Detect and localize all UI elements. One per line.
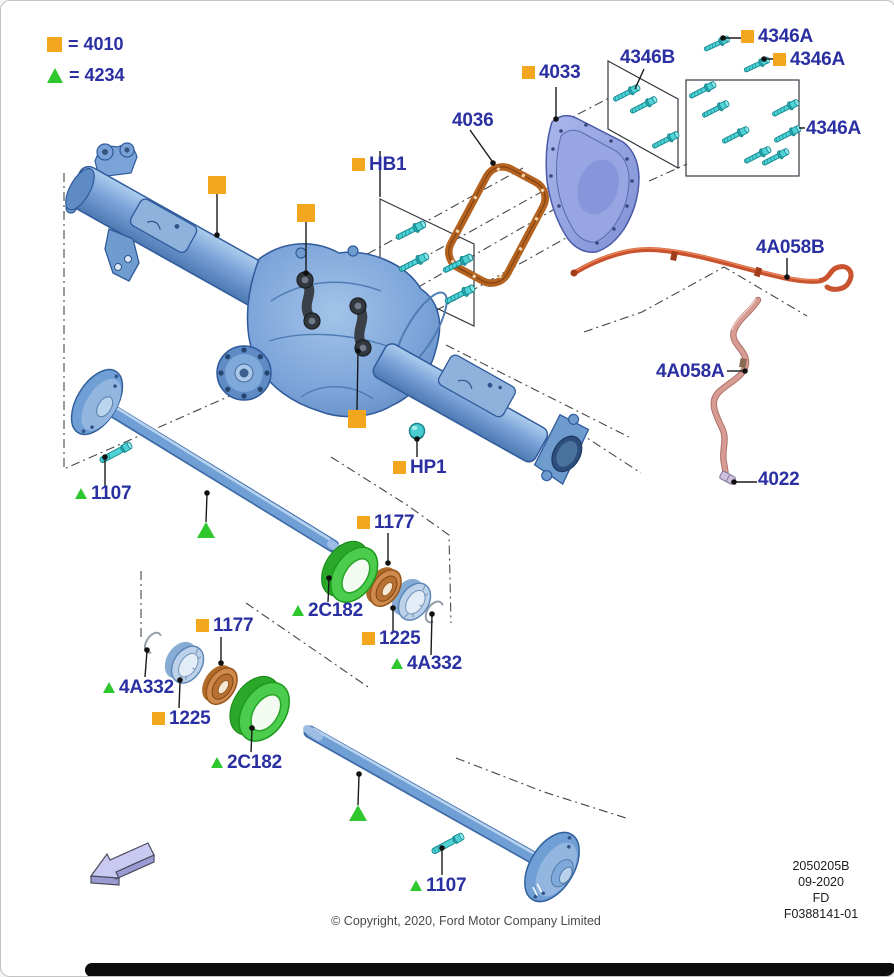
callout-label: 1107 [91,483,132,504]
copyright-notice: © Copyright, 2020, Ford Motor Company Li… [331,914,601,928]
callout-label: 4A332 [407,653,462,674]
callout-4033[interactable]: 4033 [522,62,581,83]
triangle-marker-icon [197,522,215,538]
callout-label: 4A058A [656,361,725,382]
legend: = 4010 = 4234 [47,34,125,86]
callout-label: 4346A [806,118,861,139]
doc-date: 09-2020 [798,875,844,889]
leader-lines [102,35,805,875]
callout-4346a-2[interactable]: 4346A [773,50,845,69]
callout-2c182-1[interactable]: 2C182 [292,601,363,620]
doc-number: 2050205B [792,859,850,873]
callout-1107-1[interactable]: 1107 [75,483,132,504]
legend-label: = 4234 [69,65,125,85]
square-marker-icon [352,158,365,171]
triangle-marker-icon [211,757,223,768]
triangle-marker-icon [47,68,63,83]
triangle-marker-icon [410,880,422,891]
callout-1225-1[interactable]: 1225 [362,628,421,649]
bearing-kit-upper [321,540,444,624]
square-marker-icon [208,176,226,194]
triangle-marker-icon [391,658,403,669]
pinion-flange [216,345,272,401]
axle-shaft-lower [303,725,580,903]
square-marker-icon [357,516,370,529]
axle-shaft-upper [70,368,350,557]
callout-label: 4022 [758,469,800,490]
hb1-panel [379,198,475,327]
callout-label: HB1 [369,154,407,175]
differential-cover-4033 [545,114,640,253]
square-marker-icon [47,37,62,52]
callout-4a332-1[interactable]: 4A332 [391,654,462,673]
callout-hb1[interactable]: HB1 [352,154,407,175]
callout-label: 1107 [426,875,467,896]
callout-label: 4346A [790,49,845,70]
bearing-1225-lower [164,641,205,684]
callout-4a058a[interactable]: 4A058A [656,362,725,381]
callout-4022[interactable]: 4022 [758,469,800,490]
gasket-4036 [445,163,549,287]
square-marker-icon [522,66,535,79]
axle-housing [65,142,590,485]
direction-arrow-icon [89,842,155,886]
snap-ring-upper [424,600,444,624]
callout-label: 2C182 [227,752,282,773]
callout-label: 4346A [758,26,813,47]
triangle-marker-icon [292,605,304,616]
callout-4a058b[interactable]: 4A058B [756,238,825,257]
callout-2c182-2[interactable]: 2C182 [211,753,282,772]
callout-1225-2[interactable]: 1225 [152,708,211,729]
callout-4346a-1[interactable]: 4346A [741,27,813,46]
callout-label: 1177 [213,615,254,636]
seal-1177-lower [202,665,238,706]
callout-4036[interactable]: 4036 [452,110,494,131]
callout-label: 4A332 [119,677,174,698]
triangle-marker-icon [103,682,115,693]
square-marker-icon [297,204,315,222]
triangle-marker-icon [75,488,87,499]
square-marker-icon [152,712,165,725]
square-marker-icon [196,619,209,632]
callout-hp1[interactable]: HP1 [393,457,447,478]
4346b-panel [607,59,679,170]
callout-label: 4036 [452,110,494,131]
callout-label: 1177 [374,512,415,533]
bolt-panels [379,59,800,327]
vent-tube-4a058a [710,296,762,479]
square-marker-icon [741,30,754,43]
square-marker-icon [362,632,375,645]
callout-1107-2[interactable]: 1107 [410,875,467,896]
square-marker-icon [348,410,366,428]
doc-market: FD [812,891,830,905]
legend-label: = 4010 [68,34,124,54]
callout-label: 1225 [379,628,421,649]
bearing-1225-upper [391,578,432,621]
square-marker-icon [773,53,786,66]
doc-ref: F0388141-01 [783,907,859,921]
document-info-block: 2050205B 09-2020 FD F0388141-01 [759,858,883,922]
bottom-bar [85,963,894,976]
ring-2c182-upper [321,540,379,603]
square-marker-icon [393,461,406,474]
callout-label: 4033 [539,62,581,83]
legend-row-4234: = 4234 [47,65,125,86]
seal-1177-upper [366,567,402,608]
callout-4346b[interactable]: 4346B [620,48,675,67]
callout-1177-1[interactable]: 1177 [357,512,415,533]
callout-label: 2C182 [308,600,363,621]
legend-row-4010: = 4010 [47,34,125,55]
callout-4346a-3[interactable]: 4346A [806,119,861,138]
inline-part-markers [197,176,367,821]
triangle-marker-icon [349,805,367,821]
callout-1177-2[interactable]: 1177 [196,615,254,636]
callout-label: 1225 [169,708,211,729]
callout-label: 4346B [620,47,675,68]
callout-label: 4A058B [756,237,825,258]
callout-label: HP1 [410,457,447,478]
hp1-plug [408,422,426,440]
callout-4a332-2[interactable]: 4A332 [103,678,174,697]
